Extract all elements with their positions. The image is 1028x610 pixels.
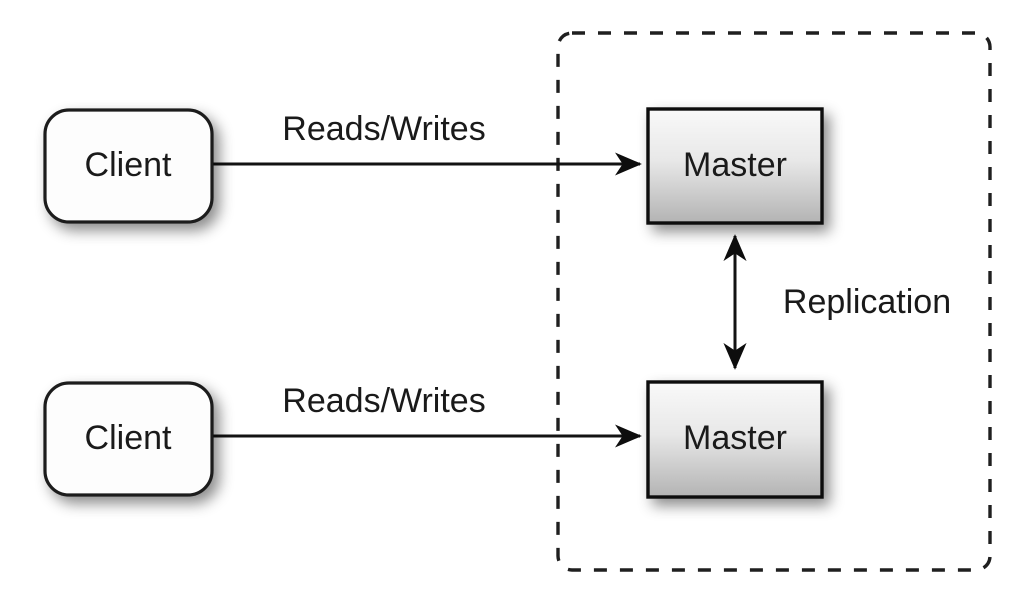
node-label-client-bottom: Client xyxy=(85,419,172,457)
edge-reads-writes-top: Reads/Writes xyxy=(212,110,642,176)
node-label-master-top: Master xyxy=(683,146,787,184)
node-client-top[interactable]: Client xyxy=(43,108,214,224)
node-master-top[interactable]: Master xyxy=(646,107,824,225)
edge-label-reads-writes-bottom: Reads/Writes xyxy=(282,382,485,420)
node-client-bottom[interactable]: Client xyxy=(43,381,214,497)
client-box[interactable] xyxy=(43,381,214,497)
node-label-client-top: Client xyxy=(85,146,172,184)
edge-replication: Replication xyxy=(723,234,951,370)
edge-label-replication: Replication xyxy=(783,283,951,321)
edge-reads-writes-bottom: Reads/Writes xyxy=(212,382,642,448)
master-box[interactable] xyxy=(646,380,824,499)
node-master-bottom[interactable]: Master xyxy=(646,380,824,499)
replication-cluster-boundary xyxy=(556,31,992,572)
master-box[interactable] xyxy=(646,107,824,225)
edge-label-reads-writes-top: Reads/Writes xyxy=(282,110,485,148)
node-label-master-bottom: Master xyxy=(683,419,787,457)
client-box[interactable] xyxy=(43,108,214,224)
